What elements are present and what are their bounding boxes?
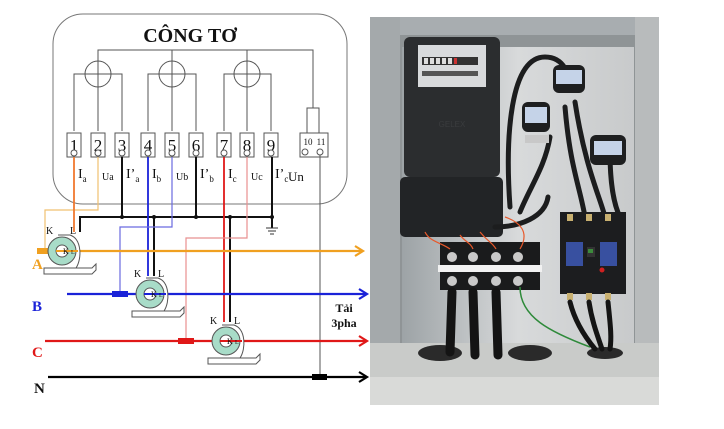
photo-ct-2 <box>522 102 550 143</box>
ct-l-label: L <box>70 226 76 237</box>
neutral-terminal: 10 11 Un <box>288 132 329 184</box>
external-wiring <box>44 155 321 378</box>
neutral-label: Un <box>288 169 304 184</box>
terminal-number: 8 <box>243 136 252 155</box>
load-label-line2: 3pha <box>331 316 356 330</box>
terminal-label: Ia <box>78 167 87 184</box>
neutral-label-n: N <box>34 381 45 397</box>
terminal-number: 2 <box>94 136 103 155</box>
ct-l-label: L <box>158 269 164 280</box>
terminal-label: I’b <box>200 167 214 184</box>
terminal-label: I’c <box>275 167 288 184</box>
ct-k-label: K <box>210 316 218 327</box>
terminal-number: 5 <box>168 136 177 155</box>
meter-title: CÔNG TƠ <box>143 23 237 47</box>
terminal-label: Ib <box>152 167 162 184</box>
terminal-number: 6 <box>192 136 201 155</box>
terminal-labels: Ia Ua I’a Ib Ub I’b Ic Uc I’c <box>78 167 288 184</box>
photo-ct-1 <box>553 65 585 93</box>
terminal-4: 4 <box>140 132 156 158</box>
ct-k-inner-label: K <box>151 290 157 299</box>
junction-dots <box>120 215 274 219</box>
cabinet-photo: GELEX <box>370 17 659 405</box>
terminal-number: 9 <box>267 136 276 155</box>
tap-b <box>112 291 128 297</box>
ct-l-inner-label: L <box>159 293 163 299</box>
svg-text:GELEX: GELEX <box>439 120 466 129</box>
tap-c <box>178 338 194 344</box>
phase-lines <box>40 245 370 383</box>
ct-l-inner-label: L <box>235 340 239 346</box>
terminal-number: 7 <box>220 136 229 155</box>
phase-a-label: A <box>32 257 43 273</box>
terminal-7: 7 <box>216 132 232 158</box>
terminal-label: Ic <box>228 167 237 184</box>
terminal-3: 3 <box>114 132 130 158</box>
load-label-line1: Tải <box>335 301 353 315</box>
meter-enclosure <box>52 13 348 205</box>
terminal-5: 5 <box>164 132 180 158</box>
terminal-9: 9 <box>263 132 279 158</box>
ct-k-label: K <box>134 269 142 280</box>
energy-meter: GELEX <box>400 37 503 237</box>
terminal-label: Ub <box>176 172 188 183</box>
terminal-label: Uc <box>251 172 263 183</box>
terminal-block <box>438 242 542 290</box>
tap-a <box>37 248 53 254</box>
terminal-1: 1 <box>66 132 82 158</box>
svg-text:11: 11 <box>317 137 326 147</box>
terminal-2: 2 <box>90 132 106 158</box>
ct-l-label: L <box>234 316 240 327</box>
svg-text:10: 10 <box>304 137 314 147</box>
ct-k-inner-label: K <box>227 337 233 346</box>
terminal-number: 3 <box>118 136 127 155</box>
circuit-breaker <box>560 212 626 300</box>
ct-k-inner-label: K <box>63 247 69 256</box>
terminal-8: 8 <box>239 132 255 158</box>
photo-ct-3 <box>590 135 626 165</box>
phase-b-label: B <box>32 299 42 315</box>
terminal-number: 1 <box>70 136 79 155</box>
phase-c-label: C <box>32 345 43 361</box>
meter-internal-wiring <box>73 49 320 134</box>
terminal-label: Ua <box>102 172 114 183</box>
tap-n <box>312 374 327 380</box>
ct-k-label: K <box>46 226 54 237</box>
ct-l-inner-label: L <box>71 250 75 256</box>
terminal-label: I’a <box>126 167 139 184</box>
terminal-number: 4 <box>144 136 153 155</box>
terminal-6: 6 <box>188 132 204 158</box>
